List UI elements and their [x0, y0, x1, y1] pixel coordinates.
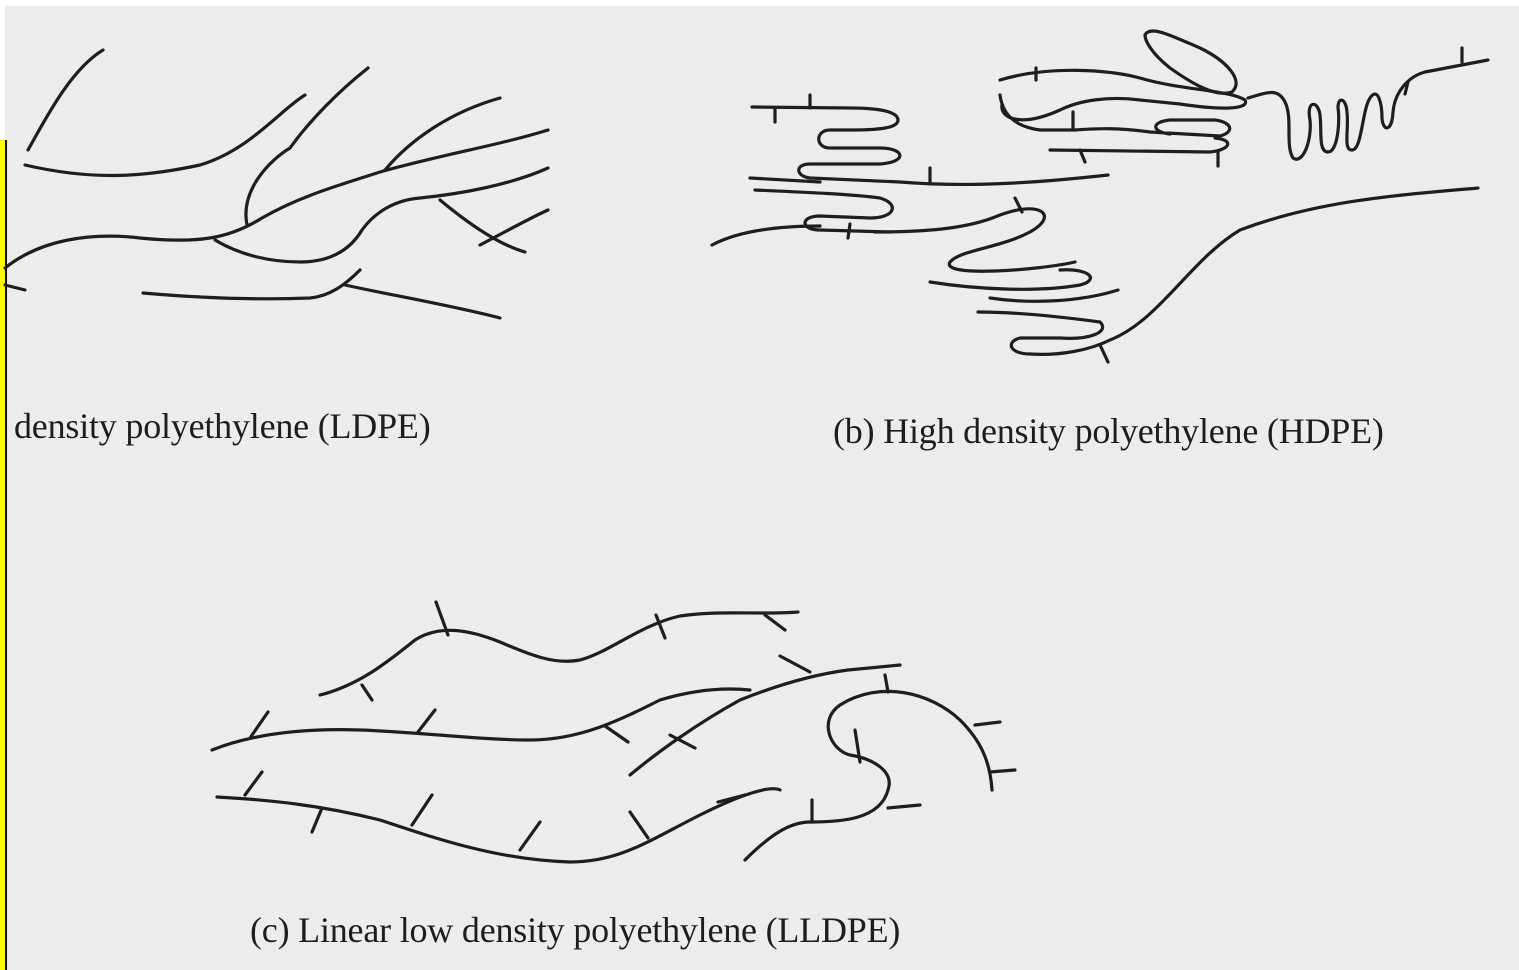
hdpe-diagram: [712, 31, 1488, 362]
ldpe-chain: [5, 285, 25, 290]
lldpe-branch: [605, 726, 628, 742]
ldpe-chain: [5, 130, 548, 268]
lldpe-branch: [418, 710, 435, 732]
lldpe-chain: [217, 789, 780, 862]
hdpe-chain: [990, 290, 1118, 301]
ldpe-chain: [345, 285, 500, 318]
lldpe-chain: [745, 691, 992, 860]
ldpe-chain: [143, 270, 360, 299]
hdpe-branch: [1100, 345, 1108, 362]
ldpe-chain: [246, 68, 368, 225]
ldpe-diagram: [5, 50, 548, 318]
lldpe-branch: [885, 675, 888, 692]
hdpe-chain: [930, 270, 1090, 290]
lldpe-branch: [520, 822, 540, 850]
lldpe-branch: [888, 805, 920, 808]
lldpe-chain: [320, 612, 798, 695]
lldpe-caption: (c) Linear low density polyethylene (LLD…: [250, 909, 900, 951]
lldpe-branch: [765, 615, 785, 630]
hdpe-chain: [1040, 120, 1230, 136]
hdpe-chain: [875, 209, 1075, 271]
lldpe-branch: [990, 770, 1015, 772]
hdpe-chain: [755, 190, 892, 232]
lldpe-branch: [656, 615, 665, 638]
lldpe-branch: [630, 812, 648, 838]
lldpe-diagram: [212, 602, 1015, 862]
lldpe-branch: [245, 772, 262, 795]
ldpe-chain: [385, 98, 500, 170]
lldpe-branch: [412, 795, 432, 825]
ldpe-caption: density polyethylene (LDPE): [14, 405, 431, 447]
ldpe-chain: [25, 95, 305, 176]
ldpe-chain: [480, 210, 548, 245]
hdpe-caption: (b) High density polyethylene (HDPE): [833, 410, 1384, 452]
hdpe-chain: [978, 188, 1478, 354]
hdpe-chain: [1000, 95, 1040, 130]
hdpe-chain: [1248, 60, 1488, 159]
hdpe-chain: [1050, 138, 1228, 152]
lldpe-chain: [212, 689, 750, 750]
lldpe-branch: [362, 685, 372, 700]
ldpe-chain: [28, 50, 103, 150]
lldpe-branch: [312, 808, 322, 832]
lldpe-branch: [780, 656, 810, 672]
lldpe-branch: [975, 722, 1000, 725]
hdpe-chain: [712, 226, 820, 245]
hdpe-branch: [848, 224, 850, 238]
